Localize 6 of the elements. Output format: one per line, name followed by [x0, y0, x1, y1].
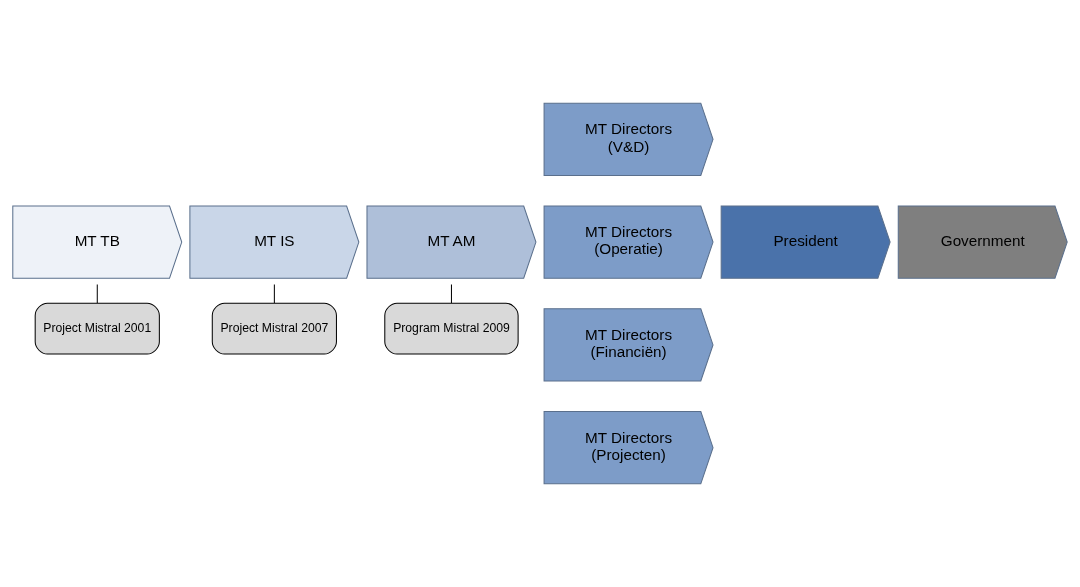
- node-box: Project Mistral 2001: [34, 302, 160, 355]
- connector: [450, 283, 452, 304]
- connector: [273, 283, 275, 304]
- connector: [96, 283, 98, 304]
- node-box: Program Mistral 2009: [384, 302, 519, 355]
- node-box: Project Mistral 2007: [211, 302, 337, 355]
